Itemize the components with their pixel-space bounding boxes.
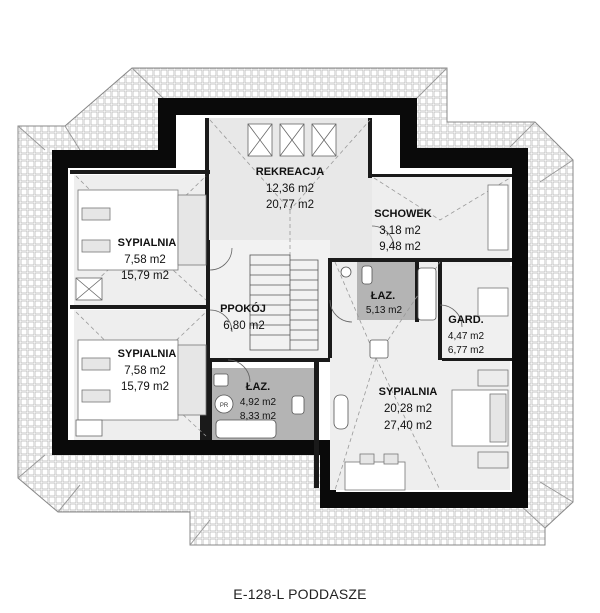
bed-left-top bbox=[77, 189, 207, 271]
staircase bbox=[249, 254, 319, 351]
room-schowek: SCHOWEK 3,18 m2 9,48 m2 bbox=[374, 208, 432, 253]
room-sypialnia-a: SYPIALNIA 7,58 m2 15,79 m2 bbox=[118, 237, 177, 282]
bathroom-fixtures bbox=[213, 265, 437, 439]
room-garderoba-area2: 6,77 m2 bbox=[448, 345, 485, 356]
room-sypialnia-main-area2: 27,40 m2 bbox=[384, 420, 432, 432]
door-swings bbox=[209, 225, 463, 383]
room-garderoba-area1: 4,47 m2 bbox=[448, 331, 485, 342]
plan-caption: E-128-L PODDASZE bbox=[233, 586, 367, 602]
room-sypialnia-b-area1: 7,58 m2 bbox=[124, 365, 166, 377]
room-pokoj: PPOKÓJ 6,80 m2 bbox=[220, 302, 266, 332]
room-lazienka-big-area1: 4,92 m2 bbox=[240, 397, 277, 408]
room-sypialnia-a-name: SYPIALNIA bbox=[118, 237, 177, 249]
room-schowek-name: SCHOWEK bbox=[374, 208, 432, 220]
room-pokoj-area1: 6,80 m2 bbox=[223, 320, 265, 332]
room-sypialnia-b-name: SYPIALNIA bbox=[118, 348, 177, 360]
room-lazienka-small: ŁAZ. 5,13 m2 bbox=[366, 290, 403, 316]
room-lazienka-big-area2: 8,33 m2 bbox=[240, 411, 277, 422]
room-sypialnia-a-area2: 15,79 m2 bbox=[121, 270, 169, 282]
room-lazienka-small-name: ŁAZ. bbox=[371, 290, 395, 302]
room-sypialnia-b: SYPIALNIA 7,58 m2 15,79 m2 bbox=[118, 348, 177, 393]
room-garderoba: GARD. 4,47 m2 6,77 m2 bbox=[448, 314, 485, 356]
room-schowek-area1: 3,18 m2 bbox=[379, 225, 421, 237]
schowek-shelf bbox=[487, 184, 509, 251]
roof-windows bbox=[75, 123, 337, 437]
room-sypialnia-main-area1: 20,28 m2 bbox=[384, 403, 432, 415]
room-sypialnia-main: SYPIALNIA 20,28 m2 27,40 m2 bbox=[379, 386, 438, 432]
room-lazienka-big-name: ŁAZ. bbox=[246, 381, 270, 393]
washer-label: PR bbox=[220, 403, 229, 409]
room-sypialnia-main-name: SYPIALNIA bbox=[379, 386, 438, 398]
room-pokoj-name: PPOKÓJ bbox=[220, 302, 266, 315]
room-lazienka-big: ŁAZ. 4,92 m2 8,33 m2 bbox=[240, 381, 277, 422]
room-rekreacja-area1: 12,36 m2 bbox=[266, 183, 314, 195]
bed-left-bottom bbox=[77, 339, 207, 421]
room-garderoba-name: GARD. bbox=[448, 314, 483, 326]
room-sypialnia-b-area2: 15,79 m2 bbox=[121, 381, 169, 393]
room-rekreacja: REKREACJA 12,36 m2 20,77 m2 bbox=[256, 166, 325, 211]
room-sypialnia-a-area1: 7,58 m2 bbox=[124, 254, 166, 266]
bed-main bbox=[451, 369, 509, 469]
room-rekreacja-name: REKREACJA bbox=[256, 166, 325, 178]
desk-main bbox=[344, 453, 406, 491]
room-schowek-area2: 9,48 m2 bbox=[379, 241, 421, 253]
wardrobe-gard bbox=[477, 287, 509, 317]
room-rekreacja-area2: 20,77 m2 bbox=[266, 199, 314, 211]
room-lazienka-small-area1: 5,13 m2 bbox=[366, 305, 403, 316]
